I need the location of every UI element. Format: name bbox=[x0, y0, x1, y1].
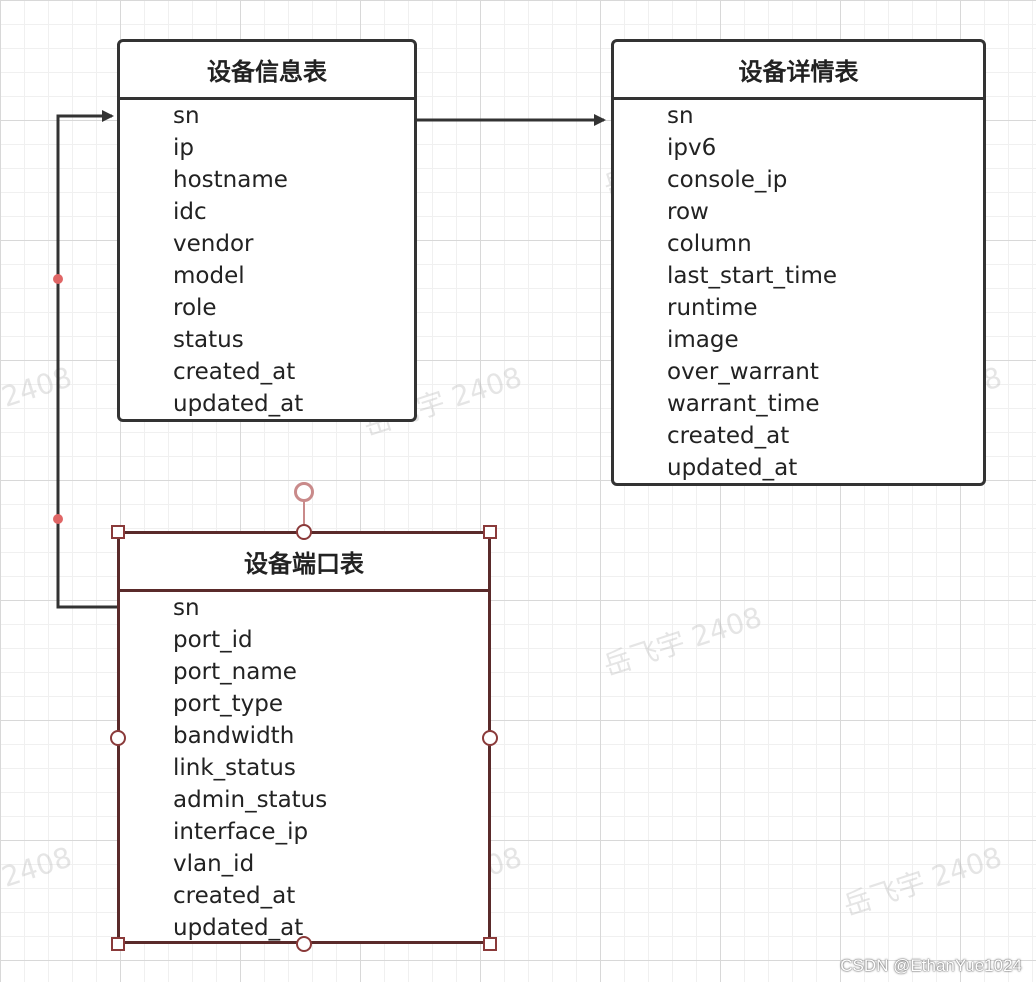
device-detail-table-title: 设备详情表 bbox=[614, 42, 983, 100]
resize-handle-top-right[interactable] bbox=[483, 525, 497, 539]
device-info-table-title: 设备信息表 bbox=[120, 42, 414, 100]
table-field[interactable]: runtime bbox=[667, 295, 758, 321]
table-field[interactable]: updated_at bbox=[173, 915, 304, 941]
resize-handle-right[interactable] bbox=[482, 730, 498, 746]
resize-handle-bottom[interactable] bbox=[296, 936, 312, 952]
table-field[interactable]: status bbox=[173, 327, 244, 353]
table-field[interactable]: last_start_time bbox=[667, 263, 838, 289]
device-info-table[interactable]: 设备信息表 sn ip hostname idc vendor model ro… bbox=[117, 39, 417, 422]
device-detail-table[interactable]: 设备详情表 sn ipv6 console_ip row column last… bbox=[611, 39, 986, 486]
table-field[interactable]: port_type bbox=[173, 691, 284, 717]
table-field[interactable]: sn bbox=[173, 103, 200, 129]
watermark: 岳飞宇 2408 bbox=[599, 600, 766, 683]
table-field[interactable]: admin_status bbox=[173, 787, 328, 813]
credit-watermark: CSDN @EthanYue1024 bbox=[840, 956, 1022, 975]
resize-handle-left[interactable] bbox=[110, 730, 126, 746]
device-ports-field-list: sn port_id port_name port_type bandwidth… bbox=[120, 592, 488, 944]
resize-handle-bottom-right[interactable] bbox=[483, 937, 497, 951]
resize-handle-bottom-left[interactable] bbox=[111, 937, 125, 951]
table-field[interactable]: created_at bbox=[173, 883, 296, 909]
table-field[interactable]: sn bbox=[173, 595, 200, 621]
resize-handle-top-left[interactable] bbox=[111, 525, 125, 539]
table-field[interactable]: hostname bbox=[173, 167, 288, 193]
table-field[interactable]: image bbox=[667, 327, 739, 353]
table-field[interactable]: role bbox=[173, 295, 217, 321]
table-field[interactable]: link_status bbox=[173, 755, 296, 781]
table-field[interactable]: console_ip bbox=[667, 167, 788, 193]
table-field[interactable]: vlan_id bbox=[173, 851, 255, 877]
watermark: 岳飞宇 2408 bbox=[839, 840, 1006, 923]
table-field[interactable]: port_name bbox=[173, 659, 297, 685]
table-field[interactable]: vendor bbox=[173, 231, 254, 257]
table-field[interactable]: interface_ip bbox=[173, 819, 309, 845]
table-field[interactable]: updated_at bbox=[173, 391, 304, 417]
table-field[interactable]: column bbox=[667, 231, 752, 257]
table-field[interactable]: row bbox=[667, 199, 709, 225]
connector-waypoint[interactable] bbox=[53, 274, 63, 284]
table-field[interactable]: ipv6 bbox=[667, 135, 717, 161]
connector-ports-to-info bbox=[56, 110, 118, 609]
table-field[interactable]: port_id bbox=[173, 627, 253, 653]
table-field[interactable]: ip bbox=[173, 135, 194, 161]
rotate-handle[interactable] bbox=[294, 482, 314, 502]
table-field[interactable]: sn bbox=[667, 103, 694, 129]
device-info-field-list: sn ip hostname idc vendor model role sta… bbox=[120, 100, 414, 420]
table-field[interactable]: model bbox=[173, 263, 245, 289]
table-field[interactable]: idc bbox=[173, 199, 207, 225]
device-ports-table[interactable]: 设备端口表 sn port_id port_name port_type ban… bbox=[117, 531, 491, 944]
table-field[interactable]: over_warrant bbox=[667, 359, 819, 385]
table-field[interactable]: created_at bbox=[667, 423, 790, 449]
watermark: 岳飞宇 2408 bbox=[0, 840, 76, 922]
watermark: 岳飞宇 2408 bbox=[0, 360, 76, 442]
table-field[interactable]: updated_at bbox=[667, 455, 798, 481]
table-field[interactable]: created_at bbox=[173, 359, 296, 385]
connector-waypoint[interactable] bbox=[53, 514, 63, 524]
device-detail-field-list: sn ipv6 console_ip row column last_start… bbox=[614, 100, 983, 484]
resize-handle-top[interactable] bbox=[296, 524, 312, 540]
device-ports-table-title: 设备端口表 bbox=[120, 534, 488, 592]
table-field[interactable]: warrant_time bbox=[667, 391, 820, 417]
table-field[interactable]: bandwidth bbox=[173, 723, 295, 749]
